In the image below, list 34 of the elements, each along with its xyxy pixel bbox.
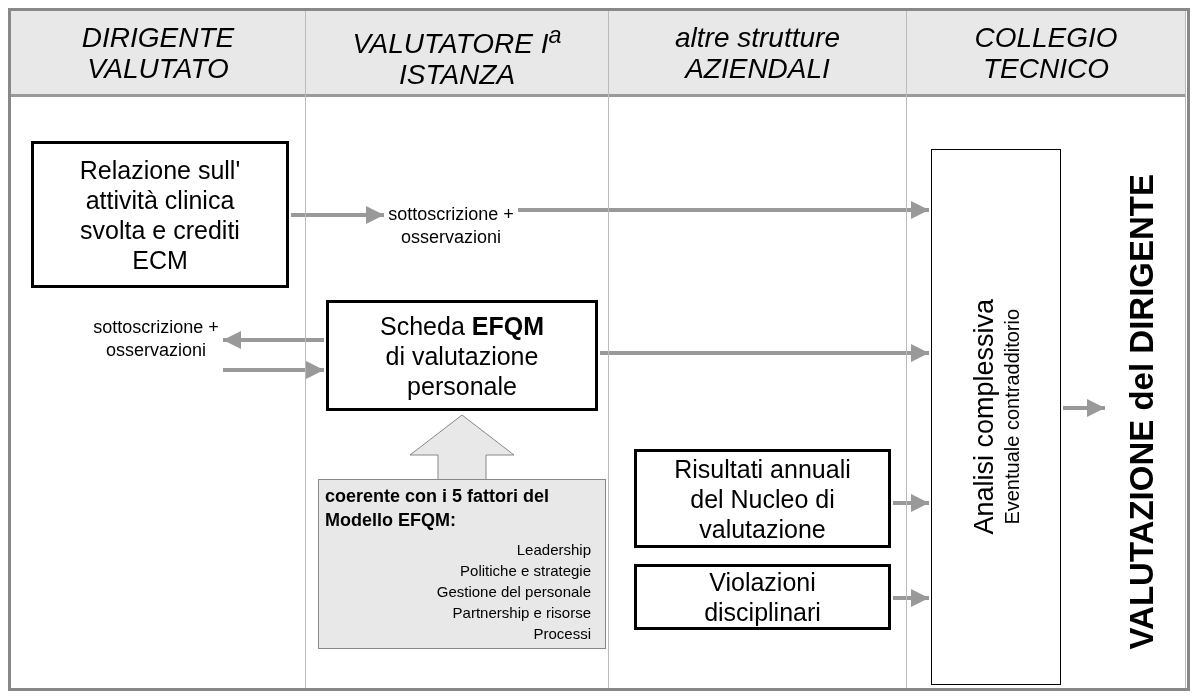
box-title: Analisi complessiva xyxy=(967,299,1000,535)
swimlane xyxy=(306,11,609,688)
arrow xyxy=(1063,399,1105,417)
note-heading: coerente con i 5 fattori del Modello EFQM: xyxy=(325,485,551,533)
arrow xyxy=(291,206,384,224)
arrow-label: sottoscrizione + osservazioni xyxy=(91,316,221,368)
factor-item: Processi xyxy=(532,623,591,644)
box-subtitle: Eventuale contradditorio xyxy=(1000,308,1025,527)
swimlane xyxy=(11,11,306,688)
result-label: VALUTAZIONE del DIRIGENTE xyxy=(1123,173,1161,650)
arrow xyxy=(223,361,324,379)
process-box: Relazione sull' attività clinica svolta e crediti ECM xyxy=(31,141,289,288)
process-box xyxy=(931,149,1061,685)
process-box: Scheda EFQM di valutazione personale xyxy=(326,300,598,411)
process-box: Risultati annuali del Nucleo di valutazione xyxy=(634,449,891,548)
factor-item: Partnership e risorse xyxy=(451,602,591,623)
block-arrow xyxy=(409,414,515,480)
lane-header: COLLEGIO TECNICO xyxy=(907,11,1185,97)
swimlane xyxy=(907,11,1186,688)
arrow xyxy=(518,201,929,219)
process-box: Violazioni disciplinari xyxy=(634,564,891,630)
swimlane xyxy=(609,11,907,688)
factor-item: Leadership xyxy=(515,539,591,560)
arrow xyxy=(223,331,324,349)
factor-item: Politiche e strategie xyxy=(459,560,591,581)
arrow xyxy=(600,344,929,362)
lane-header: altre strutture AZIENDALI xyxy=(609,11,906,97)
arrow xyxy=(893,494,929,512)
lane-header: VALUTATORE I$^{a}$ ISTANZA xyxy=(306,11,608,97)
arrow-label: sottoscrizione + osservazioni xyxy=(386,203,516,255)
note-box xyxy=(318,479,606,649)
lane-header: DIRIGENTE VALUTATO xyxy=(11,11,305,97)
arrow xyxy=(893,589,929,607)
factor-item: Gestione del personale xyxy=(435,581,591,602)
